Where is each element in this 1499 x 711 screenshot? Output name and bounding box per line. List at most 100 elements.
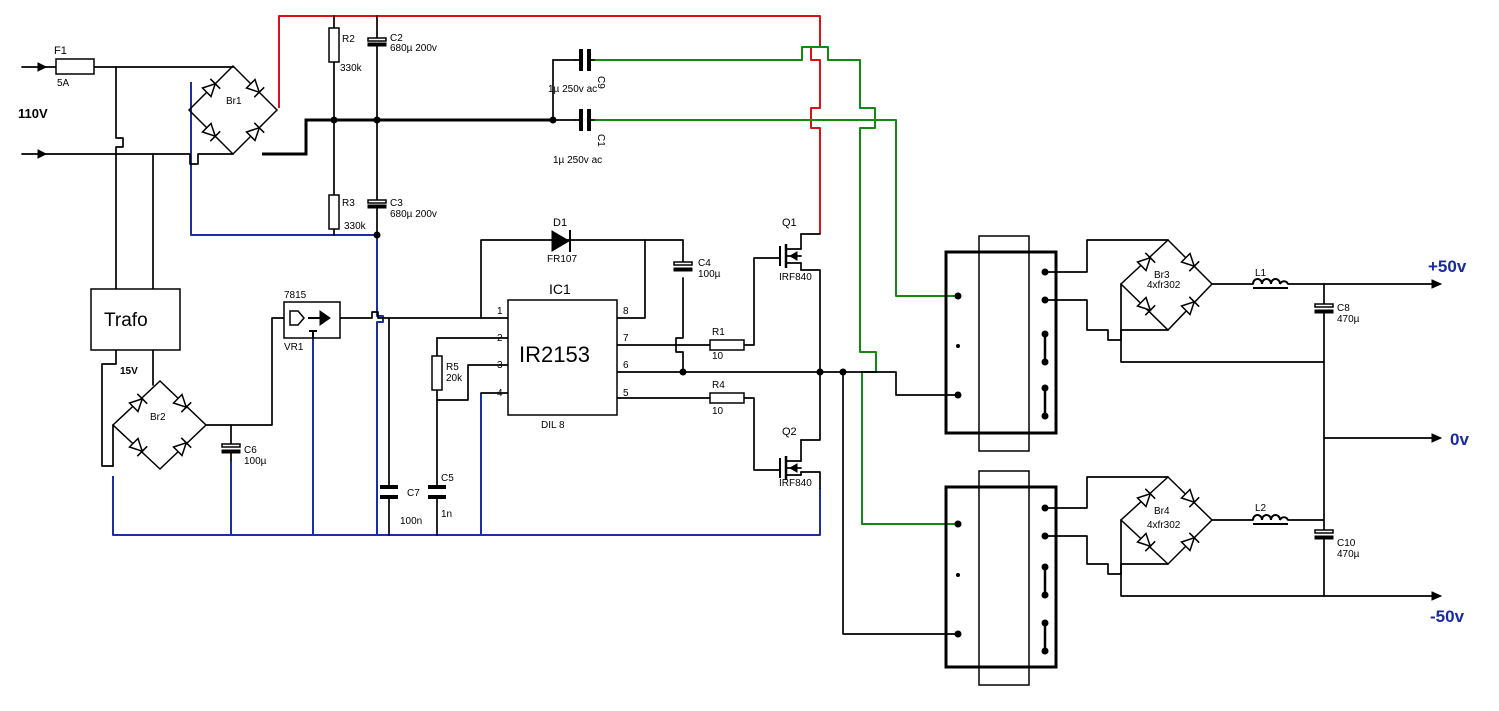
fuse-value: 5A [57, 78, 70, 89]
q1-ref: Q1 [782, 217, 797, 229]
ic-pin-5: 5 [623, 388, 629, 399]
inductor-l2: L2 [1252, 503, 1289, 525]
c7-value: 100n [400, 516, 422, 527]
r1-value: 10 [712, 351, 724, 362]
r3-value: 330k [344, 221, 367, 232]
c10-ref: C10 [1337, 538, 1356, 549]
c8-ref: C8 [1337, 303, 1350, 314]
resistor-r2: R2 330k [328, 27, 363, 74]
c6-value: 100µ [244, 456, 267, 467]
c5-value: 1n [441, 509, 452, 520]
r3-ref: R3 [342, 198, 355, 209]
r2-value: 330k [340, 63, 363, 74]
capacitor-c6: C6 100µ [221, 443, 267, 467]
ic-pin-8: 8 [623, 306, 629, 317]
capacitor-c1: C1 1µ 250v ac [553, 109, 606, 166]
output-ground-label: 0v [1450, 430, 1469, 449]
capacitor-c4: C4 100µ [673, 258, 721, 280]
output-arrow-ground [1431, 433, 1443, 443]
q2-part: IRF840 [779, 478, 812, 489]
c2-value: 680µ 200v [390, 43, 437, 54]
bridge-rectifier-br2: Br2 [111, 379, 208, 471]
c9-value: 1µ 250v ac [548, 84, 597, 95]
capacitor-c7: C7 100n [380, 485, 422, 527]
br1-ref: Br1 [226, 96, 242, 107]
c4-ref: C4 [698, 258, 711, 269]
resistor-r4: R4 10 [709, 380, 745, 417]
br4-ref: Br4 [1154, 506, 1170, 517]
r5-ref: R5 [446, 362, 459, 373]
ic-ref: IC1 [549, 281, 571, 297]
hv-positive-rail [278, 15, 821, 234]
junction-dots [330, 116, 847, 376]
c5-ref: C5 [441, 473, 454, 484]
capacitor-c5: C5 1n [428, 473, 454, 520]
ic-pin-7: 7 [623, 333, 629, 344]
terminal-arrows [37, 62, 1443, 601]
resistor-r1: R1 10 [709, 327, 745, 362]
br3-ref: Br3 [1154, 270, 1170, 281]
bridge-rectifier-br4: Br4 4xfr302 [1119, 475, 1214, 566]
c4-value: 100µ [698, 269, 721, 280]
trafo-secondary: 15V [120, 366, 138, 377]
c10-value: 470µ [1337, 549, 1360, 560]
capacitor-c3: C3 680µ 200v [367, 198, 437, 220]
br4-part: 4xfr302 [1147, 520, 1181, 531]
r4-value: 10 [712, 406, 724, 417]
capacitor-c9: C9 1µ 250v ac [548, 49, 606, 95]
ic-ir2153: IC1 IR2153 DIL 8 1 2 3 4 5 6 7 8 [497, 281, 629, 431]
inductor-l1: L1 [1252, 268, 1289, 289]
input-arrow-n [37, 149, 48, 159]
c6-ref: C6 [244, 445, 257, 456]
input-voltage-label: 110V [18, 106, 48, 121]
ic-pin-4: 4 [497, 388, 503, 399]
vr1-part: 7815 [284, 290, 307, 301]
fuse-ref: F1 [54, 45, 67, 57]
br2-ref: Br2 [150, 412, 166, 423]
main-transformer-upper [944, 235, 1058, 452]
output-arrow-positive [1431, 279, 1443, 289]
resistor-r5: R5 20k [431, 355, 463, 391]
aux-transformer: Trafo 15V [90, 288, 181, 377]
wiring [21, 15, 1441, 635]
d1-part: FR107 [547, 254, 577, 265]
output-arrow-negative [1431, 591, 1443, 601]
r1-ref: R1 [712, 327, 725, 338]
c3-value: 680µ 200v [390, 209, 437, 220]
l1-ref: L1 [1255, 268, 1267, 279]
gate-drive-wires [594, 46, 958, 525]
resistor-r3: R3 330k [328, 194, 367, 232]
r2-ref: R2 [342, 34, 355, 45]
bridge-rectifier-br1: Br1 [187, 64, 279, 156]
r4-ref: R4 [712, 380, 725, 391]
ic-pin-6: 6 [623, 360, 629, 371]
ic-part: IR2153 [519, 342, 590, 367]
r5-value: 20k [446, 373, 463, 384]
bridge-rectifier-br3: Br3 4xfr302 [1119, 238, 1214, 332]
output-positive-label: +50v [1428, 257, 1467, 276]
c3-ref: C3 [390, 198, 403, 209]
c1-ref: C1 [595, 134, 606, 147]
output-negative-label: -50v [1430, 607, 1465, 626]
c1-value: 1µ 250v ac [553, 155, 602, 166]
c9-ref: C9 [595, 76, 606, 89]
ic-pin-1: 1 [497, 306, 503, 317]
voltage-regulator-vr1: 7815 VR1 [283, 290, 341, 353]
capacitor-c10: C10 470µ [1314, 529, 1360, 560]
q1-part: IRF840 [779, 272, 812, 283]
br3-part: 4xfr302 [1147, 280, 1181, 291]
c2-ref: C2 [390, 33, 403, 44]
fuse-f1: F1 5A [54, 45, 95, 89]
ic-pin-3: 3 [497, 360, 503, 371]
mosfet-q2: Q2 IRF840 [779, 426, 812, 489]
capacitor-c8: C8 470µ [1314, 303, 1360, 325]
c8-value: 470µ [1337, 314, 1360, 325]
input-arrow-l [37, 62, 48, 72]
main-transformer-lower [944, 470, 1058, 686]
vr1-ref: VR1 [284, 342, 304, 353]
mosfet-q1: Q1 IRF840 [779, 217, 812, 283]
ic-pin-2: 2 [497, 333, 503, 344]
capacitor-c2: C2 680µ 200v [367, 33, 437, 54]
c7-ref: C7 [407, 488, 420, 499]
l2-ref: L2 [1255, 503, 1267, 514]
